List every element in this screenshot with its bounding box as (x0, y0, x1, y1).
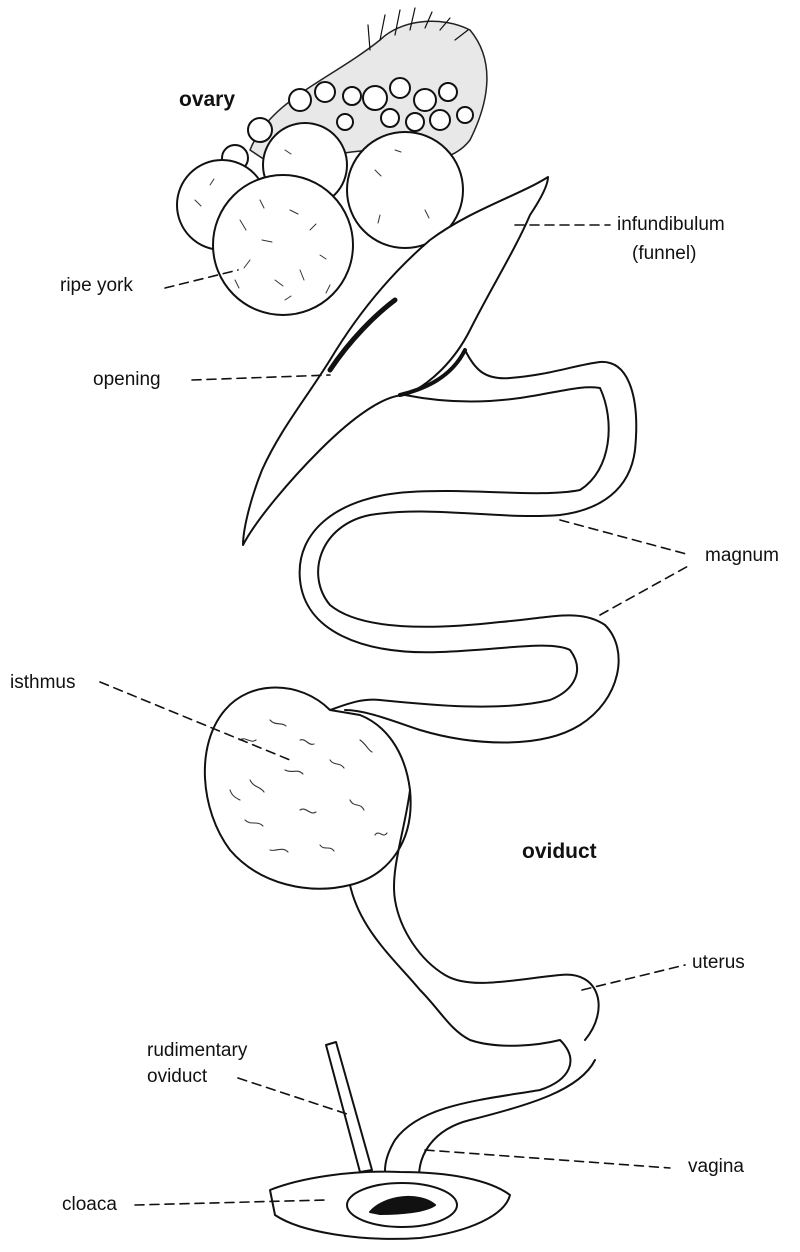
vagina-label: vagina (688, 1156, 744, 1178)
isthmus-drawing (205, 688, 411, 889)
cloaca-label: cloaca (62, 1194, 117, 1216)
opening-label: opening (93, 369, 161, 391)
rudimentary-oviduct-drawing (326, 1042, 372, 1172)
rudimentary-label: rudimentary (147, 1040, 247, 1062)
ripe-york-label: ripe york (60, 275, 133, 297)
ovary-heading: ovary (179, 88, 235, 112)
funnel-label: (funnel) (632, 243, 696, 265)
magnum-label: magnum (705, 545, 779, 567)
infundibulum-label: infundibulum (617, 214, 725, 236)
rudimentary-oviduct-label: oviduct (147, 1066, 207, 1088)
isthmus-label: isthmus (10, 672, 75, 694)
ripe-york-drawing (213, 175, 353, 315)
oviduct-heading: oviduct (522, 840, 597, 864)
uterus-drawing (350, 885, 570, 1190)
uterus-label: uterus (692, 952, 745, 974)
